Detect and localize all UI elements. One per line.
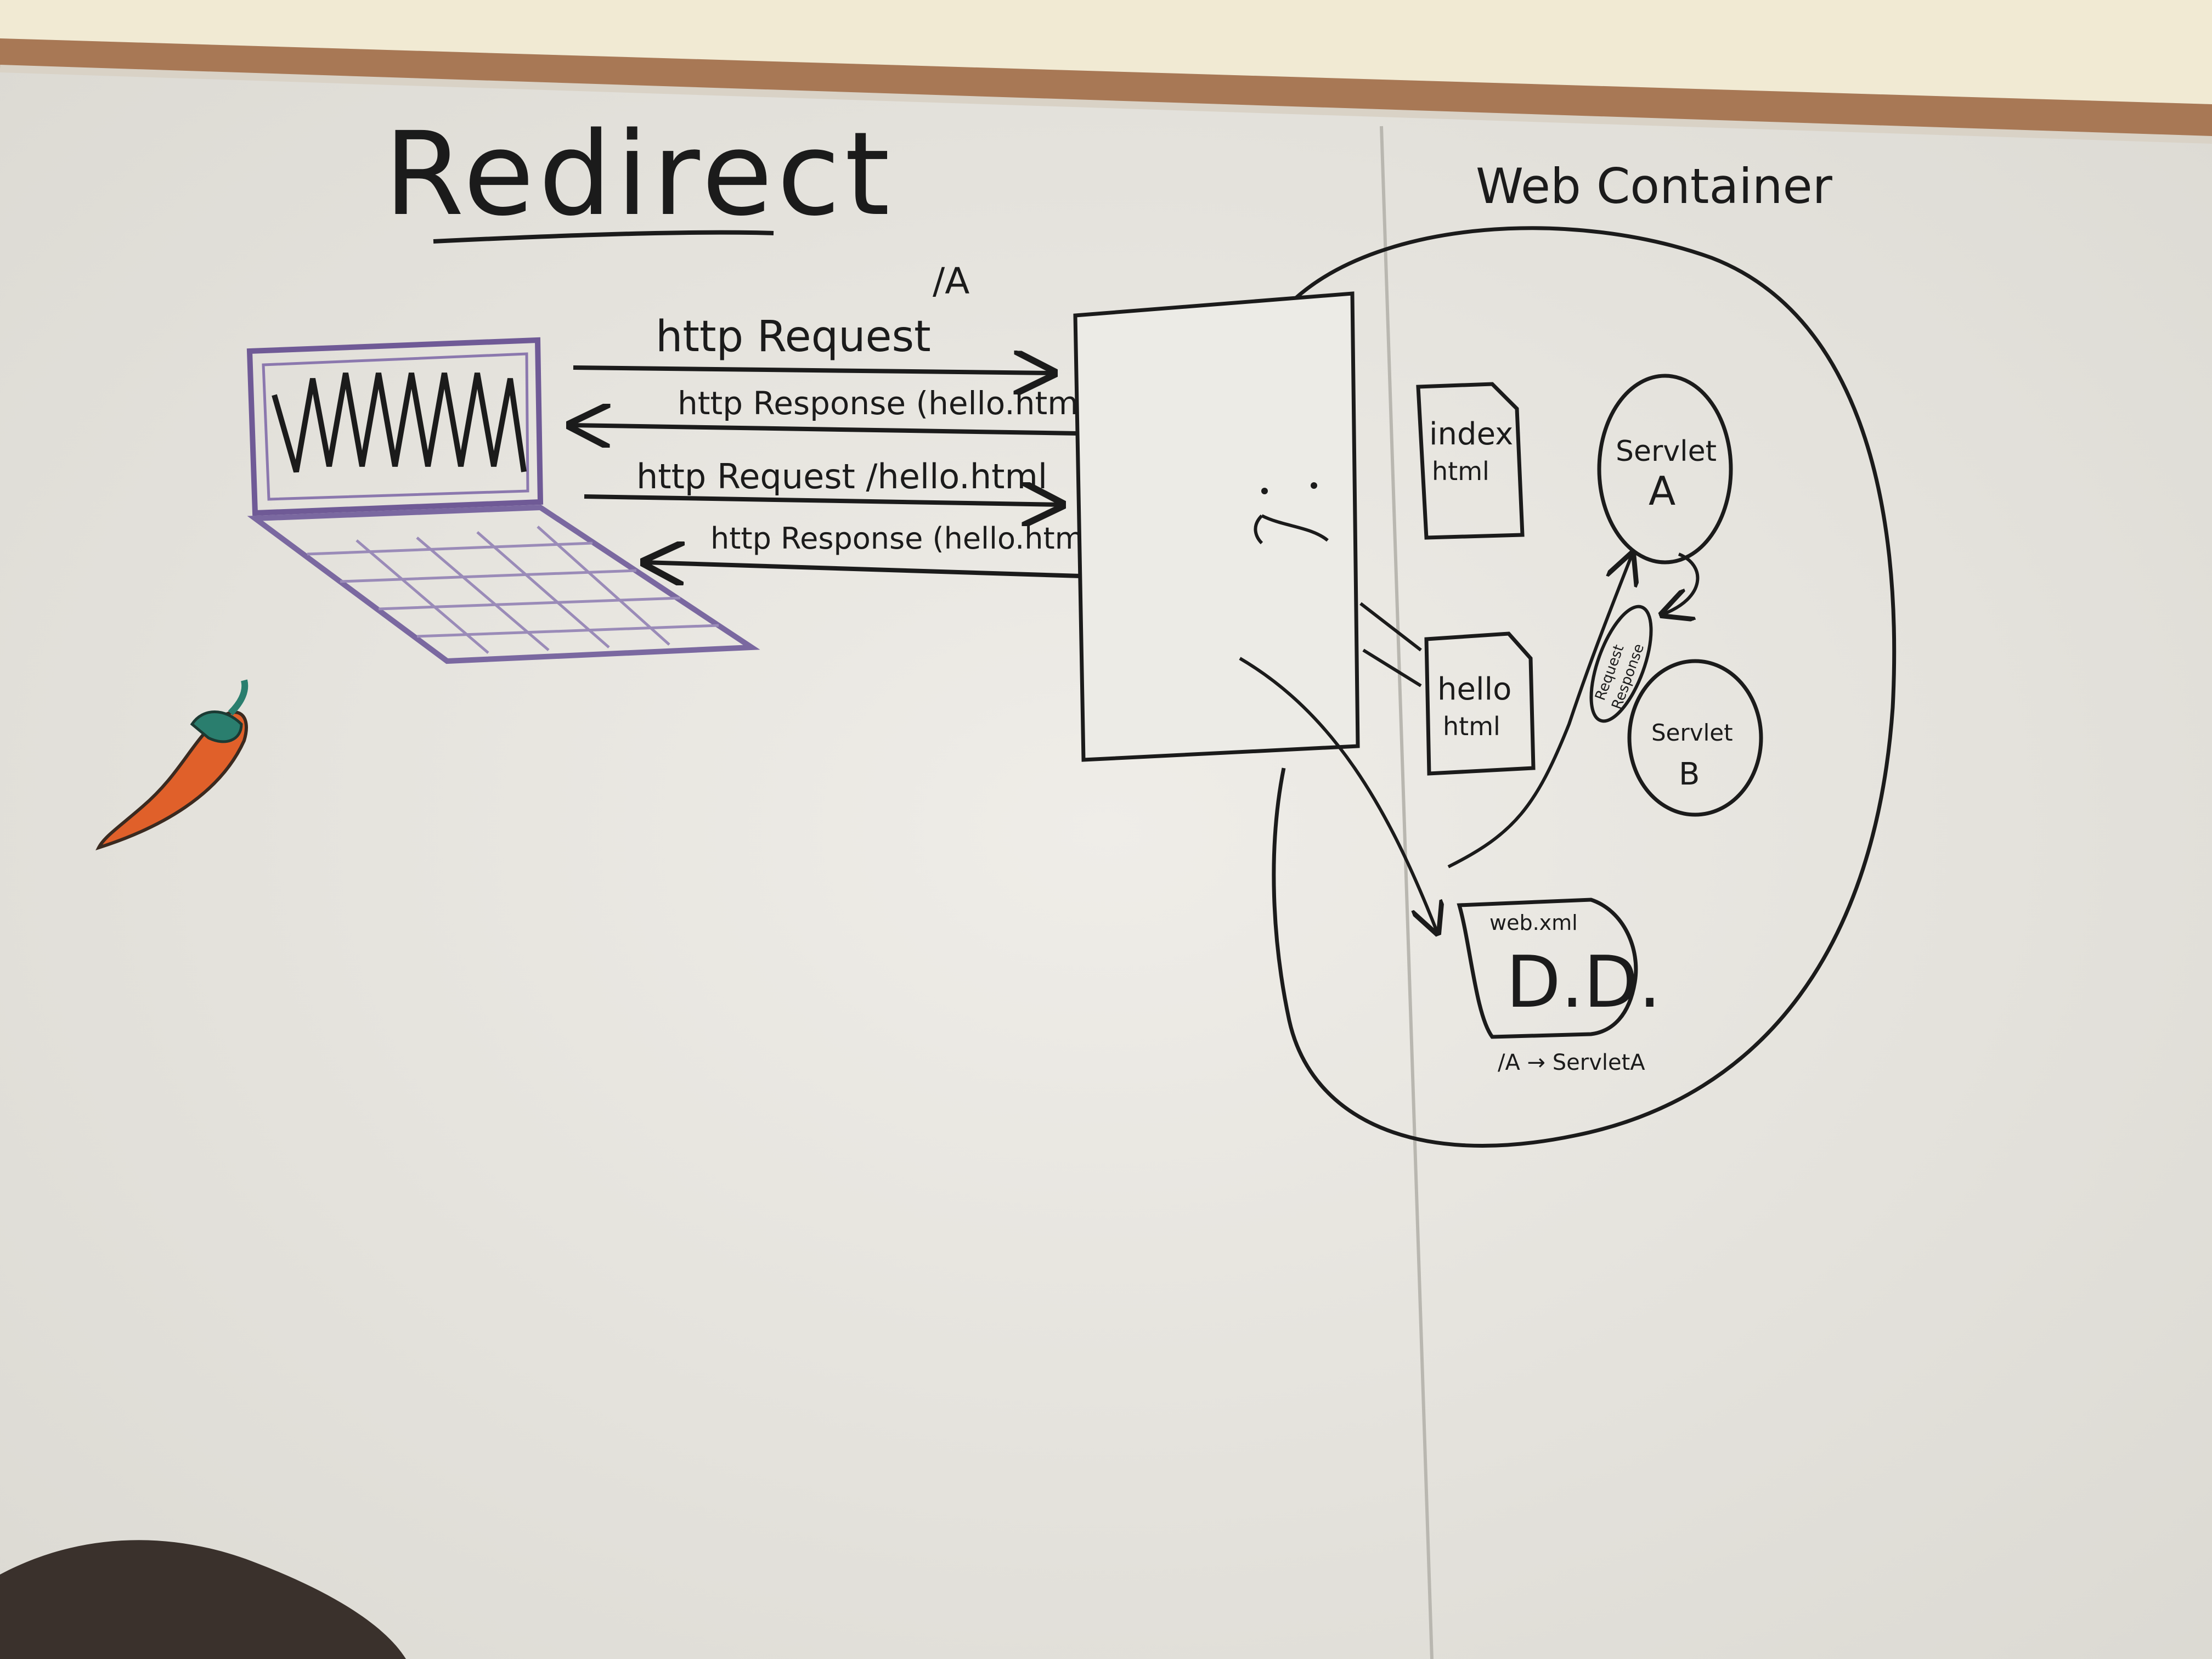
laptop-icon	[246, 337, 760, 664]
board-seam	[1380, 126, 1434, 1659]
audience-head	[0, 1540, 406, 1659]
dd-label: D.D.	[1506, 940, 1661, 1024]
frown-face-icon	[1254, 514, 1329, 545]
chili-pepper-icon	[95, 679, 249, 851]
servlet-a-label-2: A	[1649, 468, 1675, 514]
face-eye	[1311, 482, 1317, 489]
arrow-http-request-1	[573, 368, 1053, 373]
arrow-http-response-1	[571, 425, 1079, 433]
index-html-label-2: html	[1432, 456, 1489, 486]
arrow-server-to-dd	[1239, 657, 1437, 933]
index-html-label-1: index	[1429, 416, 1513, 452]
hello-html-label-1: hello	[1437, 672, 1511, 707]
servlet-b-label-2: B	[1679, 757, 1700, 792]
arrow-http-response-2	[645, 562, 1081, 576]
board-frame-edge	[0, 65, 2212, 144]
servlet-b-circle	[1627, 659, 1763, 817]
hello-html-label-2: html	[1443, 712, 1500, 741]
label-http-response-1: http Response (hello.html)	[678, 385, 1099, 422]
servlet-a-label-1: Servlet	[1616, 435, 1717, 468]
servlet-b-label-1: Servlet	[1651, 719, 1733, 746]
label-http-request-1: http Request	[656, 312, 931, 362]
label-request-path-a: /A	[933, 260, 969, 302]
diagram-title: Redirect	[384, 107, 894, 241]
board-frame	[0, 38, 2212, 140]
wall-strip	[0, 0, 2212, 104]
deployment-descriptor-scroll	[1457, 898, 1638, 1039]
hello-html-page	[1424, 631, 1536, 776]
dd-mapping-label: /A → ServletA	[1498, 1050, 1645, 1075]
arrow-http-request-2	[584, 496, 1062, 505]
arrow-dd-to-servlet-a	[1447, 554, 1632, 868]
index-html-page	[1416, 382, 1525, 540]
label-http-response-2: http Response (hello.html)	[710, 521, 1103, 556]
server-box	[1073, 291, 1360, 762]
web-container-boundary	[1272, 226, 1897, 1148]
label-http-request-2: http Request /hello.html	[636, 456, 1047, 496]
servlet-a-circle	[1597, 374, 1733, 565]
title-underline	[433, 230, 774, 244]
arrow-server-to-hello	[1359, 602, 1422, 687]
servlet-a-loop	[1662, 552, 1700, 614]
web-container-title: Web Container	[1476, 158, 1833, 215]
face-eye	[1261, 488, 1268, 494]
dd-file-label: web.xml	[1489, 911, 1578, 935]
